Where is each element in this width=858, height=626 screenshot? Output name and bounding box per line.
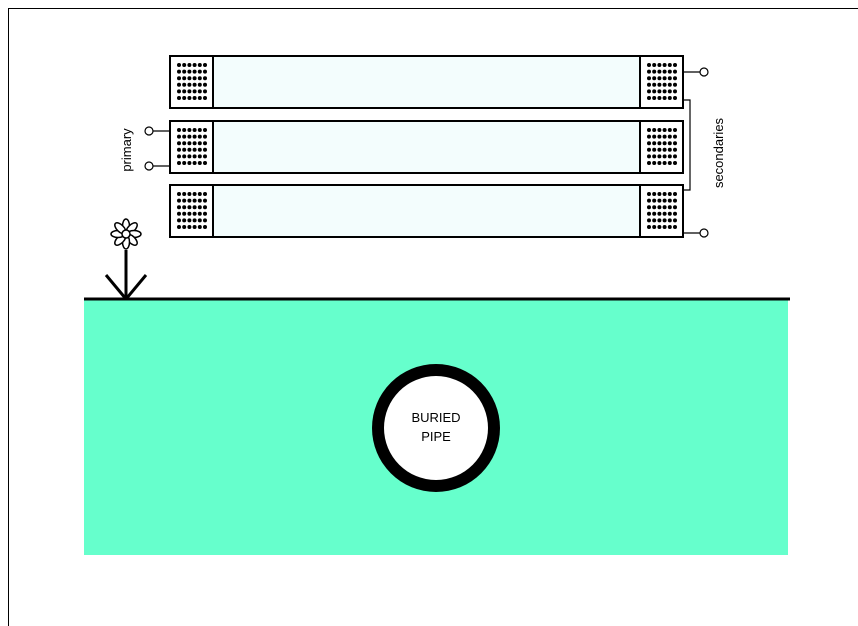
secondaries-label: secondaries	[711, 117, 726, 188]
flower-icon	[104, 218, 148, 300]
primary-wiring	[144, 126, 170, 171]
secondary-terminal-2	[699, 228, 709, 238]
plate-bottom	[169, 184, 684, 238]
primary-terminal-2	[144, 161, 154, 171]
plate-top	[169, 55, 684, 109]
plate-middle-right-coil	[639, 120, 684, 174]
plate-middle	[169, 120, 684, 174]
buried-pipe: BURIED PIPE	[372, 364, 500, 492]
diagram-frame	[8, 8, 858, 626]
pipe-label-line1: BURIED	[411, 410, 460, 425]
secondary-terminal-1	[699, 67, 709, 77]
plate-top-left-coil	[169, 55, 214, 109]
plate-bottom-left-coil	[169, 184, 214, 238]
pipe-label-line2: PIPE	[421, 429, 451, 444]
plate-middle-left-coil	[169, 120, 214, 174]
plate-bottom-right-coil	[639, 184, 684, 238]
plate-top-right-coil	[639, 55, 684, 109]
primary-label: primary	[119, 128, 134, 172]
secondaries-wiring	[683, 67, 709, 238]
primary-terminal-1	[144, 126, 154, 136]
